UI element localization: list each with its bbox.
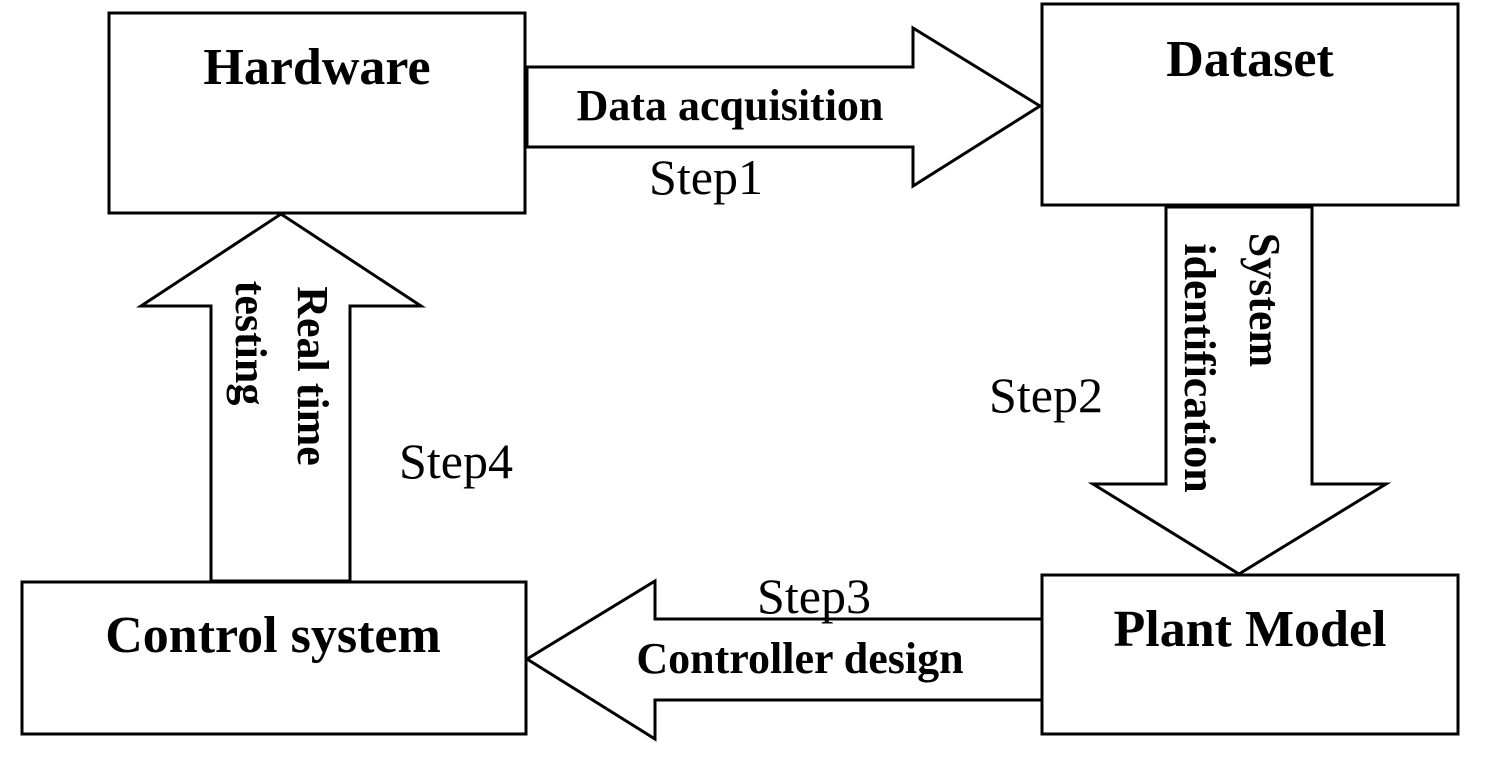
step4-label: Step4: [399, 433, 513, 489]
step2-label: Step2: [989, 367, 1103, 423]
hardware-box-frame: [107, 11, 527, 215]
plant-model-label: Plant Model: [1114, 601, 1387, 658]
dataset-box: Dataset: [1040, 2, 1460, 207]
testing-label: testing: [226, 281, 275, 406]
arrow-down-shape: [1087, 205, 1392, 576]
arrow-real-time-testing: Real time testing: [135, 212, 427, 583]
dataset-box-frame: [1040, 2, 1460, 207]
system-label: System: [1240, 233, 1289, 367]
identification-label: identification: [1175, 243, 1224, 492]
real-time-label: Real time: [288, 286, 337, 466]
hardware-box: Hardware: [107, 11, 527, 215]
control-system-box: Control system: [20, 580, 528, 736]
dataset-label: Dataset: [1166, 31, 1334, 88]
arrow-up-shape: [135, 212, 427, 583]
data-acquisition-label: Data acquisition: [577, 81, 884, 130]
arrow-right-shape: [525, 25, 1043, 189]
step3-label: Step3: [757, 568, 871, 624]
hardware-label: Hardware: [203, 39, 430, 96]
arrow-left-shape: [524, 578, 1044, 742]
control-system-label: Control system: [105, 607, 441, 664]
control-system-box-frame: [20, 580, 528, 736]
arrow-controller-design: Controller design: [524, 578, 1044, 742]
arrow-system-identification: System identification: [1087, 205, 1392, 576]
plant-model-box-frame: [1040, 573, 1460, 736]
arrow-data-acquisition: Data acquisition: [525, 25, 1043, 189]
plant-model-box: Plant Model: [1040, 573, 1460, 736]
step1-label: Step1: [649, 149, 763, 205]
controller-design-label: Controller design: [636, 634, 963, 683]
